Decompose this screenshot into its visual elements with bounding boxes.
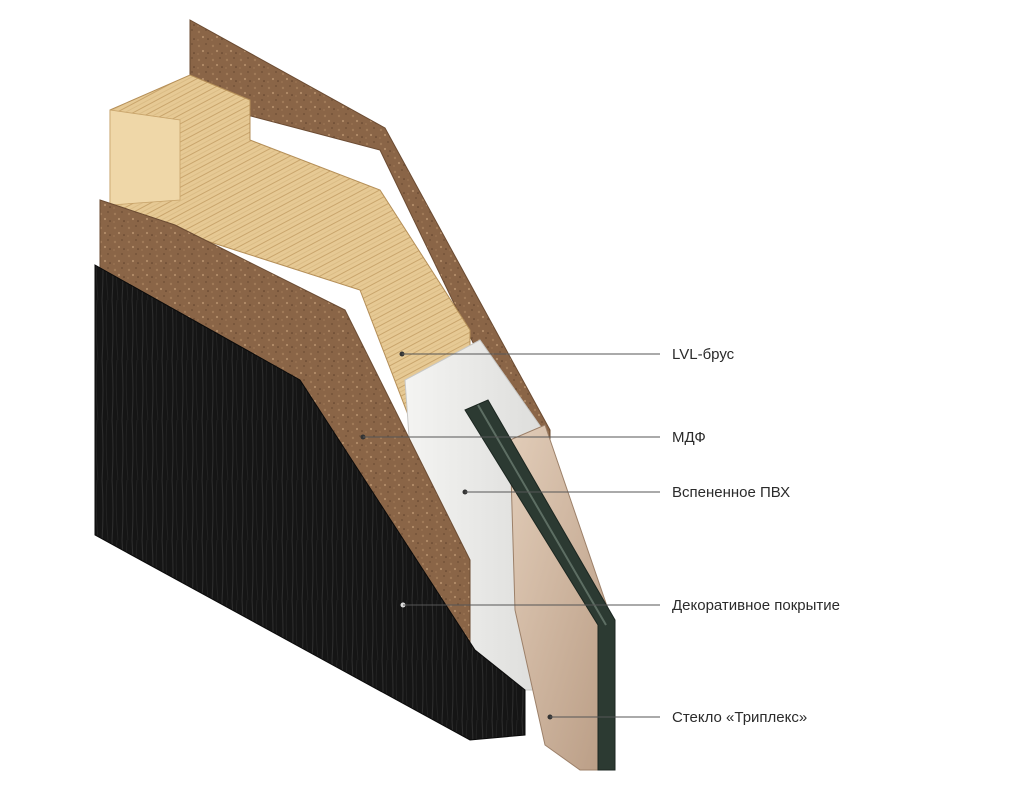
label-pvc: Вспененное ПВХ (462, 484, 790, 501)
triplex-glass-edge (464, 399, 616, 771)
label-mdf: МДФ (360, 429, 706, 446)
decorative-coating-panel (94, 264, 526, 741)
label-glass: Стекло «Триплекс» (547, 709, 807, 726)
label-text-pvc: Вспененное ПВХ (672, 484, 790, 501)
label-lvl: LVL-брус (399, 346, 735, 363)
label-text-glass: Стекло «Триплекс» (672, 709, 807, 726)
label-text-mdf: МДФ (672, 429, 706, 446)
label-text-decor: Декоративное покрытие (672, 597, 840, 614)
lvl-timber-face (109, 109, 181, 206)
label-text-lvl: LVL-брус (672, 346, 735, 363)
label-decor: Декоративное покрытие (400, 597, 840, 614)
triplex-glass-highlight (477, 404, 607, 626)
lvl-timber-block (109, 74, 471, 421)
